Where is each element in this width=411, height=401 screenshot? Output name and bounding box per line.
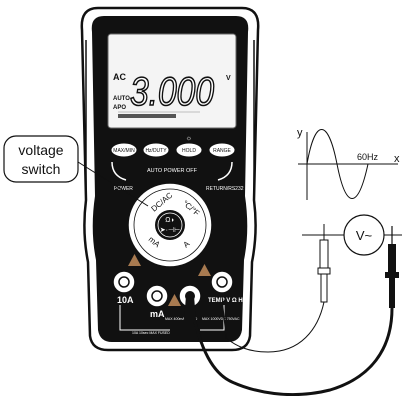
dial-ohm-icon: Ω◗ (165, 217, 174, 224)
voltage-source-label: V~ (356, 228, 373, 243)
hz-duty-button-label: Hz/DUTY (145, 148, 167, 154)
lcd-mode-apo: APO (113, 105, 126, 111)
hold-button[interactable]: HOLD ☼ (175, 135, 203, 158)
callout-leader (77, 161, 149, 207)
input-jacks: 10A mA TEMP V Ω Hz MAX 400mA FUSED 10A 1… (112, 254, 246, 335)
jack-10a-label: 10A (117, 295, 134, 305)
lcd-display: AC AUTO APO 3.000 V (107, 33, 237, 129)
voltage-source-circle (343, 214, 385, 256)
jack-v-ohm-hz-label: TEMP V Ω Hz (208, 298, 246, 304)
lcd-mode-ac: AC (113, 72, 126, 82)
return-rs232-button[interactable]: RETURN/RS232 (206, 161, 244, 192)
jack-max-v-note: MAX 1000VDC 750VAC (202, 317, 240, 321)
range-button[interactable]: RANGE (208, 142, 236, 158)
range-button-label: RANGE (213, 148, 231, 154)
black-lead-wire (188, 299, 394, 397)
dial-a-label: A (182, 239, 192, 250)
voltage-source: V~ (302, 214, 402, 256)
button-row: MAX/MIN Hz/DUTY HOLD ☼ RANGE AUTO POWER … (110, 135, 236, 174)
black-plug (184, 296, 196, 320)
black-probe[interactable] (385, 226, 399, 308)
red-lead-wire (221, 295, 325, 353)
jack-max-ma-note: MAX 400mA FUSED (165, 317, 198, 321)
jack-ma-label: mA (150, 309, 165, 319)
auto-power-off-label: AUTO POWER OFF (147, 168, 198, 174)
warning-triangle-right (198, 264, 211, 276)
test-leads (184, 224, 399, 397)
waveform-sine-curve (306, 129, 369, 199)
warning-triangle-left (128, 254, 141, 266)
lcd-reading: 3.000 (130, 70, 214, 114)
power-button-label: POWER (114, 186, 133, 192)
voltage-switch-callout: voltage switch (3, 135, 149, 207)
lcd-mode-auto: AUTO (113, 96, 130, 102)
jack-10a[interactable] (112, 270, 136, 294)
hold-button-label: HOLD (182, 148, 196, 154)
waveform-y-label: y (297, 127, 303, 139)
power-button[interactable]: POWER (111, 161, 133, 192)
maxmin-button-label: MAX/MIN (113, 148, 135, 154)
lcd-unit: V (226, 75, 231, 82)
red-probe[interactable] (317, 224, 331, 303)
hz-duty-button[interactable]: Hz/DUTY (142, 142, 170, 158)
rotary-dial[interactable]: Ω◗ ➤·⊣⊢ DC/AC °C/°F mA A (127, 182, 213, 268)
jack-v-ohm-hz[interactable] (210, 270, 234, 294)
waveform-x-label: x (394, 153, 400, 165)
waveform-frequency-label: 60Hz (357, 152, 379, 162)
dial-diode-icon: ➤·⊣⊢ (160, 227, 180, 234)
maxmin-button[interactable]: MAX/MIN (110, 142, 138, 158)
warning-triangle-mid (168, 294, 181, 306)
jack-ma[interactable] (145, 284, 169, 308)
lcd-bargraph (118, 111, 200, 118)
callout-line1: voltage (18, 142, 63, 158)
jack-max-10a-note: 10A 10sec MAX FUSED (132, 331, 170, 335)
backlight-icon: ☼ (186, 135, 192, 142)
callout-line2: switch (22, 161, 61, 177)
waveform-inset: y x 60Hz (297, 127, 400, 200)
return-rs232-button-label: RETURN/RS232 (206, 186, 244, 192)
